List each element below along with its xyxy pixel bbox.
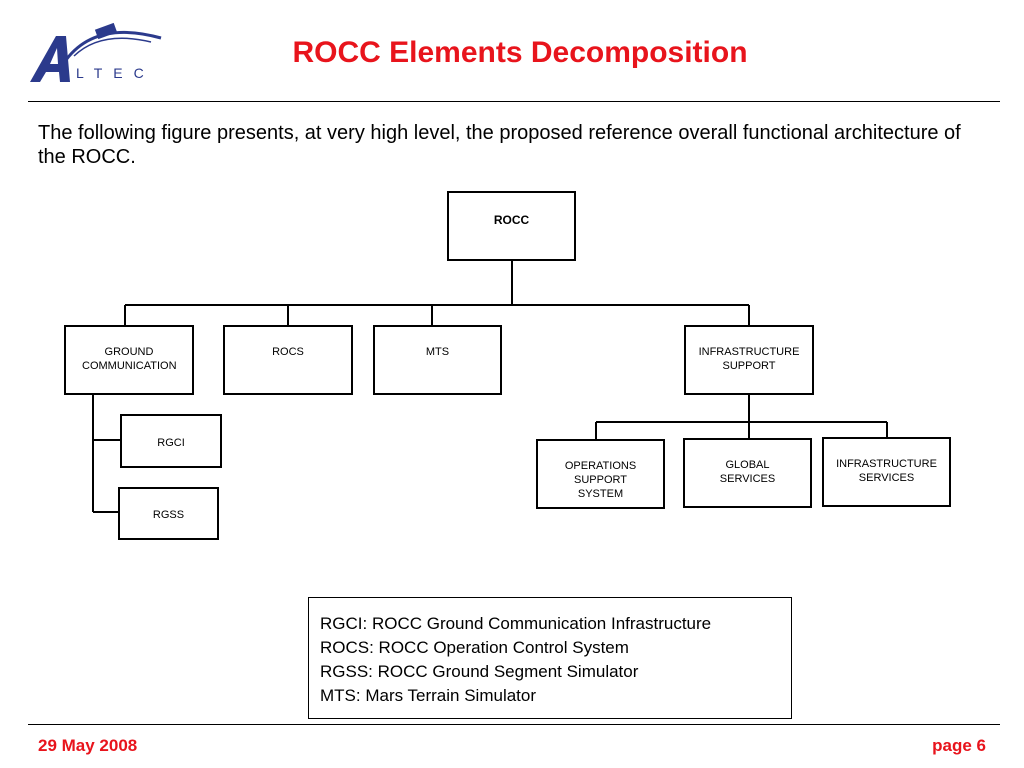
intro-text: The following figure presents, at very h…	[38, 122, 961, 168]
footer-date: 29 May 2008	[38, 736, 138, 755]
node-rocs-label: ROCS	[272, 346, 304, 358]
node-global-services-label: GLOBAL SERVICES	[719, 459, 776, 485]
acronym-legend: RGCI: ROCC Ground Communication Infrastr…	[308, 597, 792, 719]
node-rgci: RGCI	[120, 414, 222, 468]
node-ground-communication: GROUND COMMUNICATION	[64, 325, 194, 395]
node-global-services: GLOBAL SERVICES	[683, 438, 812, 508]
footer-divider	[28, 724, 1000, 725]
page-title: ROCC Elements Decomposition	[292, 36, 748, 69]
node-ground-communication-label: GROUND COMMUNICATION	[82, 346, 177, 372]
node-rocs: ROCS	[223, 325, 353, 395]
node-rgss-label: RGSS	[152, 509, 185, 521]
legend-item-rgss: RGSS: ROCC Ground Segment Simulator	[320, 662, 639, 681]
node-rgci-label: RGCI	[157, 437, 185, 449]
node-infrastructure-services: INFRASTRUCTURE SERVICES	[822, 437, 951, 507]
node-infrastructure-support: INFRASTRUCTURE SUPPORT	[684, 325, 814, 395]
svg-text:LTEC: LTEC	[76, 65, 155, 81]
node-infrastructure-support-label: INFRASTRUCTURE SUPPORT	[698, 346, 800, 372]
node-rocc-label: ROCC	[493, 213, 530, 227]
node-operations-support-system-label: OPERATIONS SUPPORT SYSTEM	[564, 460, 637, 500]
legend-item-rocs: ROCS: ROCC Operation Control System	[320, 638, 629, 657]
node-mts-label: MTS	[425, 346, 450, 358]
node-rgss: RGSS	[118, 487, 219, 540]
node-rocc: ROCC	[447, 191, 576, 261]
altec-logo: LTEC	[26, 20, 176, 90]
node-mts: MTS	[373, 325, 502, 395]
node-operations-support-system: OPERATIONS SUPPORT SYSTEM	[536, 439, 665, 509]
header-divider	[28, 101, 1000, 102]
altec-logo-graphic: LTEC	[30, 22, 162, 82]
legend-item-mts: MTS: Mars Terrain Simulator	[320, 686, 537, 705]
node-infrastructure-services-label: INFRASTRUCTURE SERVICES	[836, 458, 937, 484]
legend-item-rgci: RGCI: ROCC Ground Communication Infrastr…	[320, 614, 712, 633]
footer-page-number: page 6	[932, 736, 986, 755]
